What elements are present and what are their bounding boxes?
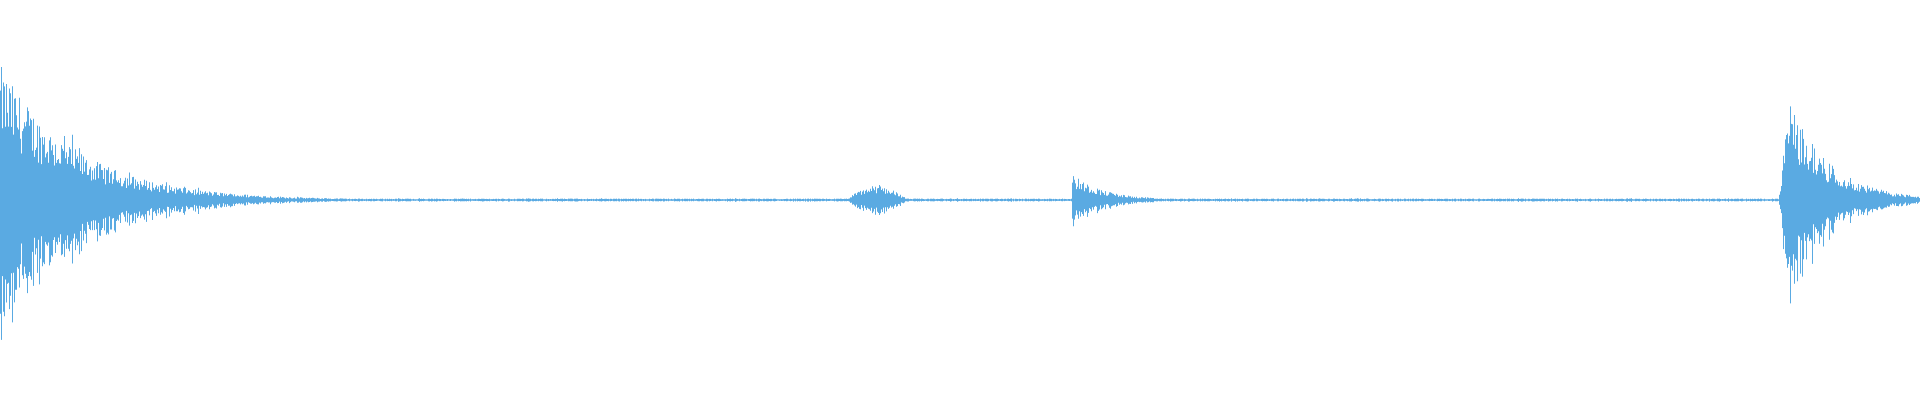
waveform-samples <box>0 67 1920 340</box>
